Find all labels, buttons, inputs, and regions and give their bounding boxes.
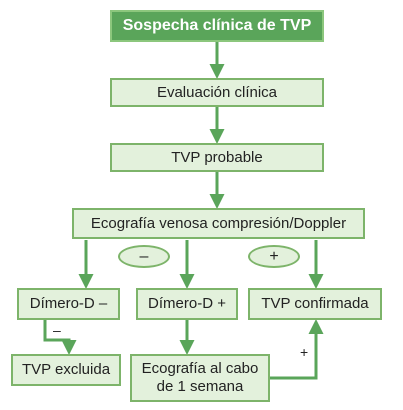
clinical-evaluation-box: Evaluación clínica <box>110 78 324 107</box>
confirmed-label: TVP confirmada <box>261 295 369 312</box>
result-negative-label: – <box>139 247 149 265</box>
repeat-ultrasound-line2: de 1 semana <box>156 378 244 395</box>
probable-box: TVP probable <box>110 143 324 172</box>
probable-label: TVP probable <box>171 148 263 166</box>
ddimer-negative-label: Dímero-D – <box>29 295 108 312</box>
excluded-label: TVP excluida <box>21 361 111 378</box>
ultrasound-label: Ecografía venosa compresión/Doppler <box>90 214 347 232</box>
arrow-repeat-to-confirmed <box>268 319 324 380</box>
edge-label-negative: – <box>53 322 61 338</box>
ultrasound-box: Ecografía venosa compresión/Doppler <box>72 208 365 239</box>
result-positive-oval: + <box>248 245 300 268</box>
edge-label-positive: + <box>300 344 309 360</box>
arrow-ddimer-negative-to-excluded <box>43 320 77 355</box>
suspicion-box: Sospecha clínica de TVP <box>110 10 324 42</box>
clinical-evaluation-label: Evaluación clínica <box>156 83 278 101</box>
suspicion-label: Sospecha clínica de TVP <box>122 17 312 34</box>
result-positive-label: + <box>269 247 279 265</box>
ddimer-negative-box: Dímero-D – <box>17 288 120 320</box>
repeat-ultrasound-line1: Ecografía al cabo <box>141 360 259 377</box>
excluded-box: TVP excluida <box>11 354 121 386</box>
ddimer-positive-label: Dímero-D + <box>148 295 226 312</box>
ddimer-positive-box: Dímero-D + <box>136 288 238 320</box>
confirmed-box: TVP confirmada <box>248 288 382 320</box>
repeat-ultrasound-box: Ecografía al cabo de 1 semana <box>130 354 270 402</box>
result-negative-oval: – <box>118 245 170 268</box>
